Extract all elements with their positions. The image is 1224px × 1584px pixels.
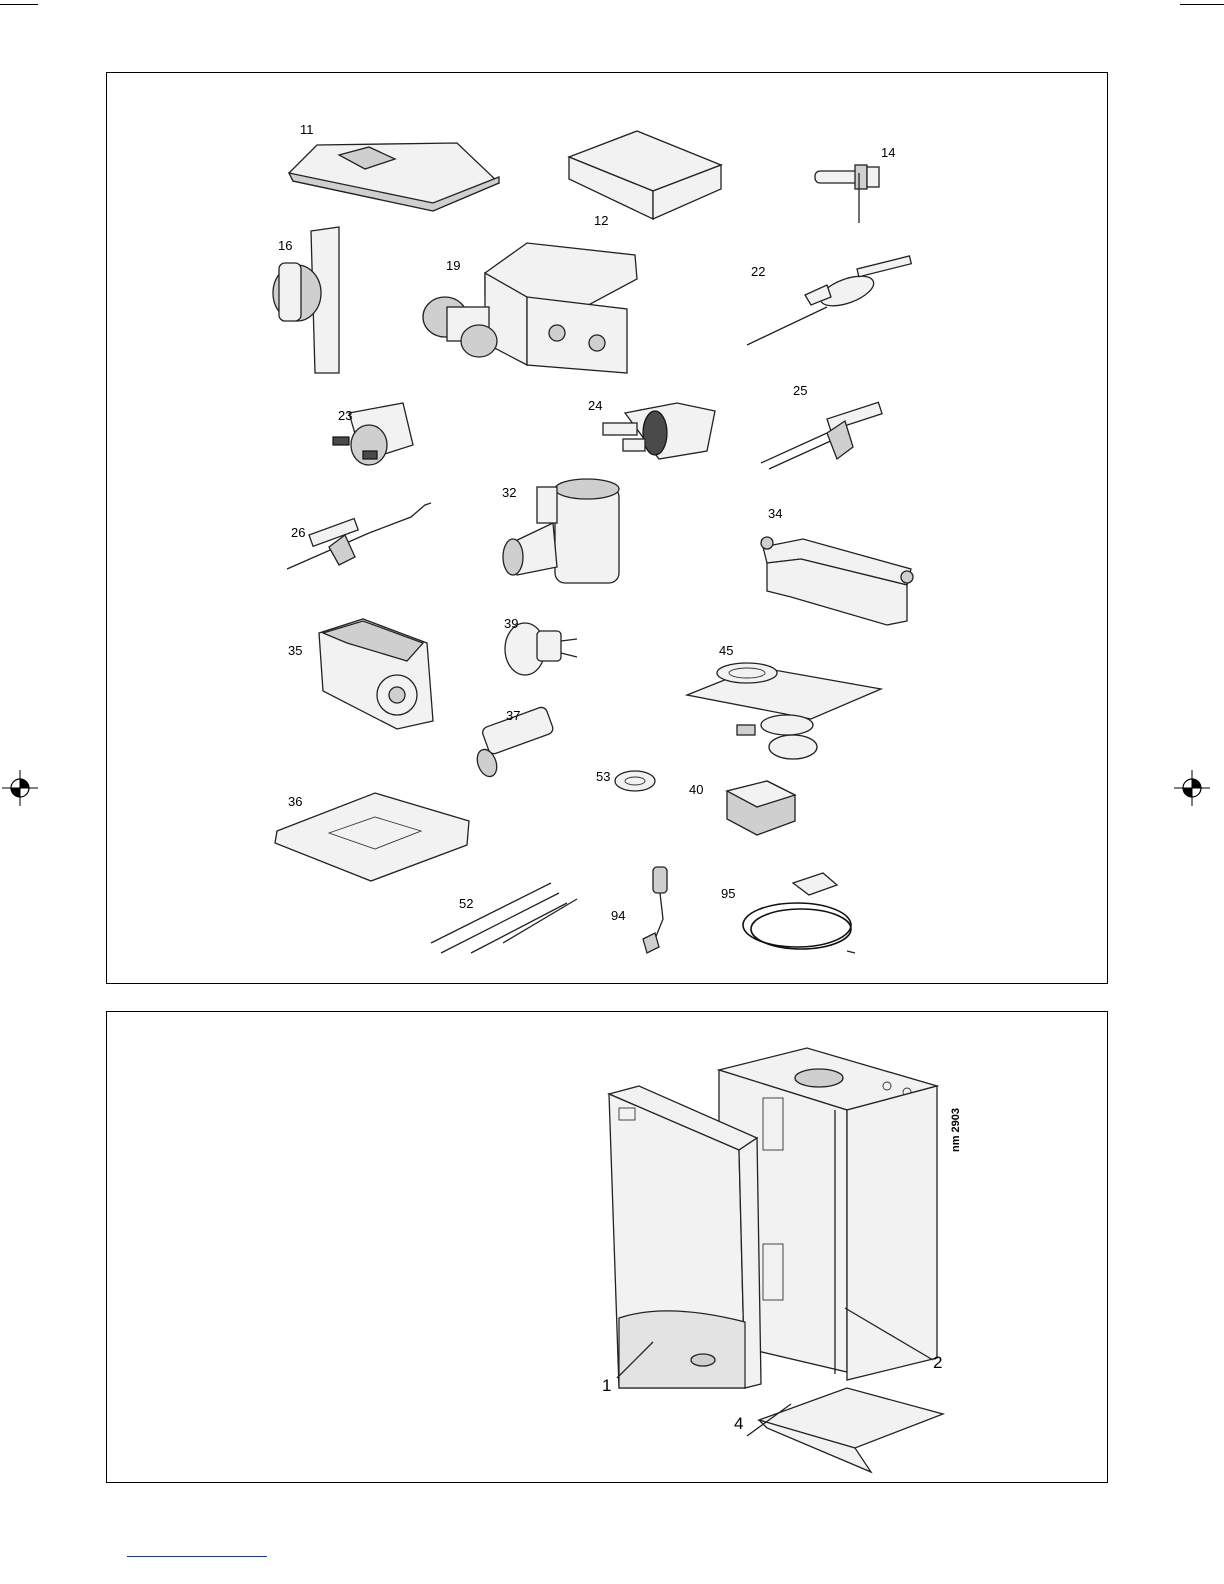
label-12: 12 — [594, 214, 608, 227]
part-24-sensor — [603, 403, 715, 459]
registration-mark-right — [1174, 770, 1210, 806]
label-35: 35 — [288, 644, 302, 657]
label-19: 19 — [446, 259, 460, 272]
label-53: 53 — [596, 770, 610, 783]
part-45-gasket-set — [687, 663, 881, 759]
part-35-housing — [319, 619, 433, 729]
label-11: 11 — [300, 123, 314, 136]
label-37: 37 — [506, 709, 520, 722]
spare-parts-panel: 11 12 14 16 19 22 23 24 25 26 32 34 35 3… — [106, 72, 1108, 984]
label-95: 95 — [721, 887, 735, 900]
part-40-box — [727, 781, 795, 835]
crop-mark-tr — [1180, 4, 1224, 5]
part-26-electrode — [287, 503, 431, 569]
label-94: 94 — [611, 909, 625, 922]
label-40: 40 — [689, 783, 703, 796]
part-34-bracket — [761, 537, 913, 625]
label-52: 52 — [459, 897, 473, 910]
label-25: 25 — [793, 384, 807, 397]
footer-rule — [127, 1556, 267, 1557]
part-11-cover — [289, 143, 499, 211]
label-26: 26 — [291, 526, 305, 539]
label-32: 32 — [502, 486, 516, 499]
label-23: 23 — [338, 409, 352, 422]
label-39: 39 — [504, 617, 518, 630]
label-16: 16 — [278, 239, 292, 252]
boiler-casing-panel: 1 2 4 nm 2903 — [106, 1011, 1108, 1483]
crop-mark-tl — [0, 4, 38, 5]
part-22-electrode — [747, 256, 911, 345]
label-36: 36 — [288, 795, 302, 808]
part-94-lead — [643, 867, 667, 953]
drawing-code: nm 2903 — [951, 1108, 962, 1152]
label-45: 45 — [719, 644, 733, 657]
label-4: 4 — [734, 1415, 743, 1432]
bottom-tray — [759, 1388, 943, 1472]
part-32-fitting — [503, 479, 619, 583]
part-36-tray — [275, 793, 469, 881]
label-2: 2 — [933, 1354, 942, 1371]
part-53-washer — [615, 771, 655, 791]
spare-parts-illustration — [107, 73, 1107, 983]
label-34: 34 — [768, 507, 782, 520]
part-25-electrode — [761, 402, 882, 469]
label-1: 1 — [602, 1377, 611, 1394]
boiler-casing-illustration — [107, 1012, 1107, 1482]
part-14-sensor — [815, 165, 879, 223]
front-door-panel — [609, 1086, 761, 1388]
label-14: 14 — [881, 146, 895, 159]
part-95-cable — [743, 873, 855, 953]
part-52-rods — [431, 883, 577, 953]
label-22: 22 — [751, 265, 765, 278]
part-12-tray — [569, 131, 721, 219]
label-24: 24 — [588, 399, 602, 412]
registration-mark-left — [2, 770, 38, 806]
